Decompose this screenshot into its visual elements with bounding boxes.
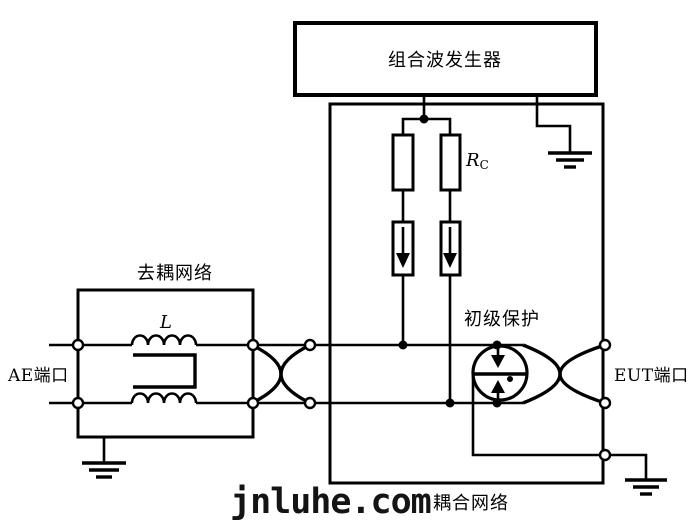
ae-terminal-top: [71, 338, 85, 352]
coupling-network-box: [328, 102, 605, 485]
junction-dot-generator: [419, 114, 429, 124]
generator-box: [293, 21, 598, 97]
coupling-in-terminal-top: [303, 338, 317, 352]
decoupling-out-terminal-top: [246, 338, 260, 352]
watermark-text: jnluhe.com: [230, 482, 431, 522]
connector-arcs-right-icon: [522, 343, 606, 405]
decoupling-network-label: 去耦网络: [137, 263, 213, 284]
generator-label: 组合波发生器: [388, 50, 502, 71]
generator-output-wire-right: [535, 95, 572, 152]
rc-label-subscript: C: [480, 158, 489, 172]
wire-gdt-middle-electrode: [471, 374, 600, 457]
choke-core-icon: [133, 353, 197, 389]
arrester-left-icon: [391, 220, 415, 277]
inductor-coil-top-icon: [130, 334, 198, 346]
eut-port-label: EUT端口: [614, 366, 689, 386]
coupling-resistor-right: [439, 133, 462, 192]
generator-ground-icon: [548, 151, 592, 169]
connector-arcs-left-icon: [251, 343, 311, 405]
junction-dot-gdt-top: [492, 340, 502, 350]
ae-port-label: AE端口: [7, 366, 69, 386]
generator-output-wire-left: [401, 95, 452, 135]
inductor-coil-bottom-icon: [130, 392, 198, 404]
coupling-resistor-label: RC: [465, 150, 489, 172]
eut-terminal-bottom: [598, 396, 612, 410]
rc-label-main: R: [465, 150, 480, 171]
coupling-network-label: 耦合网络: [433, 493, 509, 514]
decoupling-network-box: [76, 288, 255, 439]
junction-dot-top-line: [398, 340, 408, 350]
junction-dot-bottom-line: [445, 398, 455, 408]
primary-protection-label: 初级保护: [464, 309, 540, 330]
eut-terminal-top: [598, 338, 612, 352]
coupling-in-terminal-bottom: [303, 396, 317, 410]
ae-terminal-bottom: [71, 396, 85, 410]
arrester-right-icon: [439, 220, 462, 277]
coupling-ground-icon: [610, 453, 667, 496]
coupling-resistor-left: [391, 133, 415, 192]
gas-discharge-tube-icon: [471, 344, 529, 402]
ground-node-terminal: [598, 448, 612, 462]
junction-dot-gdt-bottom: [492, 398, 502, 408]
decoupling-out-terminal-bottom: [246, 396, 260, 410]
inductor-label: L: [159, 312, 172, 333]
decoupling-ground-icon: [82, 437, 126, 479]
